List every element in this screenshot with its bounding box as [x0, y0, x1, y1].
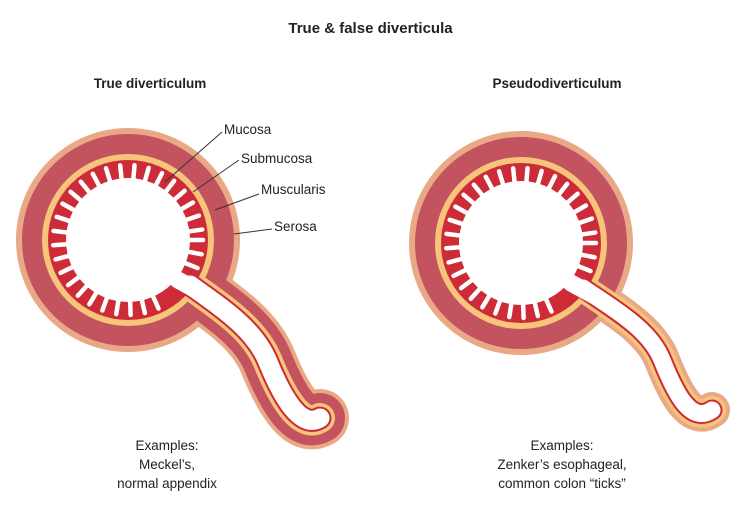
- true-examples: Examples: Meckel’s, normal appendix: [117, 436, 217, 493]
- true-div-villus: [100, 292, 111, 313]
- pseudo-div-villus: [554, 181, 570, 200]
- examples-heading: Examples:: [135, 438, 199, 453]
- pseudo-div-tail-lumen: [574, 279, 721, 422]
- true-div-villus: [149, 290, 161, 311]
- true-div-villus: [182, 248, 204, 257]
- true-div-villus: [75, 280, 92, 298]
- example-item: Meckel’s,: [138, 457, 196, 472]
- pseudo-div-villus: [531, 297, 541, 319]
- true-div-villus: [161, 178, 177, 197]
- true-div-lumen-ring: [66, 178, 190, 302]
- pseudo-div-villus: [534, 168, 544, 190]
- pseudo-div-villus: [493, 295, 504, 316]
- pseudo-div-lumen-ring: [459, 181, 583, 305]
- true-div-villus: [60, 201, 80, 215]
- leader-line: [214, 193, 260, 211]
- pseudo-div-villus: [471, 182, 487, 201]
- true-div-villus: [179, 259, 200, 271]
- pseudo-div-villus: [573, 216, 595, 227]
- true-div-villus: [175, 200, 196, 214]
- true-div-villus: [65, 272, 84, 288]
- true-div-villus: [169, 188, 187, 205]
- examples-heading: Examples:: [530, 438, 594, 453]
- pseudo-div-villus: [568, 203, 589, 217]
- example-item: normal appendix: [117, 476, 217, 491]
- pseudo-div-villus: [523, 166, 530, 188]
- true-div-villus: [141, 165, 151, 187]
- true-div-villus: [68, 189, 86, 205]
- leader-line: [233, 228, 273, 235]
- pseudo-div-villus: [468, 283, 485, 301]
- true-div-villus: [117, 163, 125, 185]
- pseudo-div-villus: [480, 290, 494, 310]
- pseudo-div-villus: [576, 230, 598, 238]
- true-div-villus: [127, 295, 133, 318]
- pseudo-div-villus: [562, 191, 580, 208]
- true-div-villus: [152, 170, 165, 191]
- pseudo-div-villus: [507, 298, 515, 320]
- true-div-villus: [130, 163, 137, 185]
- true-diverticulum-heading: True diverticulum: [93, 76, 207, 91]
- pseudo-div-villus: [575, 251, 597, 260]
- pseudo-div-villus: [496, 169, 507, 190]
- pseudo-div-villus: [545, 173, 558, 194]
- pseudo-div-villus: [510, 166, 518, 188]
- label-mucosa: Mucosa: [224, 122, 272, 137]
- true-div-tail-lumen: [180, 275, 330, 430]
- leader-line: [164, 131, 223, 183]
- pseudo-div-villus: [451, 266, 472, 279]
- true-div-villus: [53, 252, 75, 262]
- pseudo-div-villus: [542, 293, 554, 314]
- pseudo-div-villus: [520, 298, 526, 321]
- label-submucosa: Submucosa: [241, 151, 313, 166]
- true-div-villus: [58, 263, 79, 276]
- pseudo-div-villus: [458, 275, 477, 291]
- pseudo-div-villus: [443, 244, 466, 251]
- label-muscularis: Muscularis: [261, 182, 326, 197]
- true-div-villus: [180, 213, 202, 224]
- true-div-tail-opening: [169, 271, 209, 301]
- true-div-villus: [90, 171, 104, 192]
- pseudo-div-villus: [447, 217, 469, 228]
- true-div-villus: [78, 179, 94, 198]
- pseudo-div-villus: [446, 255, 468, 265]
- true-div-villus: [50, 241, 73, 248]
- true-div-villus: [51, 228, 73, 236]
- true-div-villus: [87, 287, 101, 307]
- diagram-title: True & false diverticula: [288, 20, 453, 37]
- true-div-villus: [114, 295, 122, 317]
- pseudodiverticulum-heading: Pseudodiverticulum: [492, 76, 622, 91]
- pseudo-div-villus: [483, 174, 497, 195]
- pseudo-div-villus: [572, 262, 593, 274]
- example-item: common colon “ticks”: [498, 476, 626, 491]
- pseudo-div-villus: [461, 192, 479, 208]
- example-item: Zenker’s esophageal,: [497, 457, 627, 472]
- true-div-villus: [138, 294, 148, 316]
- pseudo-div-villus: [453, 204, 473, 218]
- leader-line: [192, 159, 240, 193]
- true-div-villus: [183, 227, 205, 235]
- true-div-villus: [54, 214, 76, 225]
- pseudo-div-tail-opening: [562, 274, 602, 304]
- true-div-villus: [103, 166, 114, 187]
- pseudo-div-villus: [444, 231, 466, 239]
- label-serosa: Serosa: [274, 219, 317, 234]
- pseudo-examples: Examples: Zenker’s esophageal, common co…: [497, 436, 626, 493]
